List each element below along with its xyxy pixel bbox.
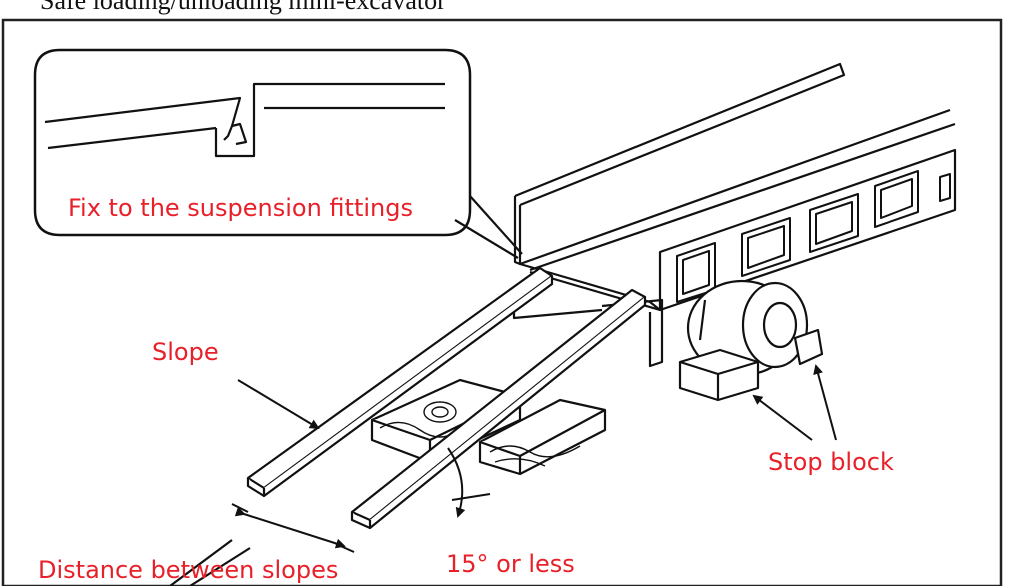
figure-frame [1,18,1003,586]
distance-arrow [234,506,346,549]
stop-blocks [678,328,824,402]
stop-block-label: Stop block [768,448,894,476]
leader-lines [231,364,837,553]
slope-label: Slope [152,338,219,366]
truck [512,62,957,377]
callout-bubble [33,48,523,259]
stop-block-arrow-right [813,364,837,441]
angle-arc [447,447,466,518]
angle-label: 15° or less [446,550,575,578]
figure-caption: Safe loading/unloading mini-excavator [40,0,446,15]
callout-label: Fix to the suspension fittings [68,194,413,222]
ramps [169,266,647,586]
stop-block-arrow-left [752,394,813,441]
distance-label: Distance between slopes [38,556,338,584]
slope-arrow [237,379,320,430]
